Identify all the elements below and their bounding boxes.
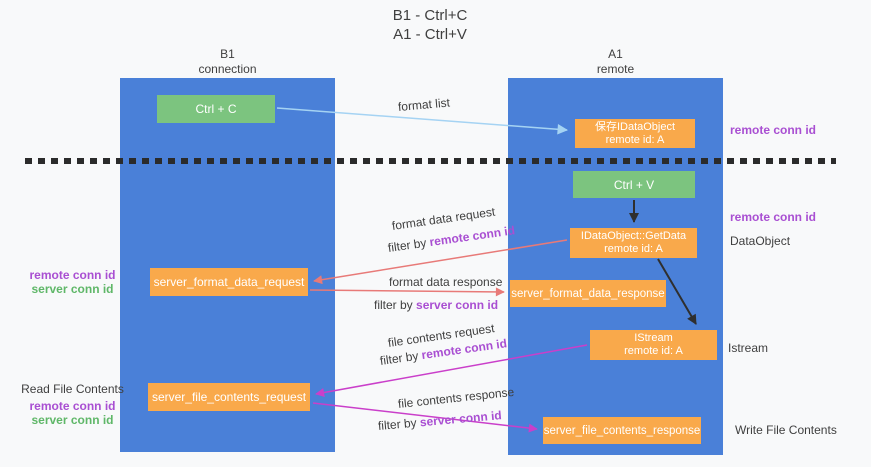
- filter-by-text: filter by: [374, 298, 413, 312]
- column-b1-subtitle: connection: [198, 62, 257, 76]
- column-a1-subtitle: remote: [596, 62, 635, 76]
- label-file-contents-response: file contents response: [397, 384, 515, 411]
- diagram-title: B1 - Ctrl+C A1 - Ctrl+V: [0, 6, 860, 44]
- label-read-file-contents: Read File Contents: [21, 382, 124, 396]
- node-save-idataobject-line2: remote id: A: [605, 133, 665, 146]
- label-format-list: format list: [397, 95, 451, 114]
- label-dataobject: DataObject: [730, 234, 791, 248]
- column-header-a1: A1 remote: [508, 47, 723, 77]
- server-conn-id-text: server conn id: [416, 298, 499, 312]
- node-istream: IStream remote id: A: [590, 330, 717, 360]
- node-getdata-line2: remote id: A: [604, 243, 663, 255]
- filter-by-text: filter by: [377, 415, 418, 433]
- node-server-file-contents-request: server_file_contents_request: [148, 383, 310, 411]
- node-server-file-contents-response-label: server_file_contents_response: [543, 424, 701, 437]
- label-remote-conn-id-right-mid: remote conn id: [730, 210, 817, 224]
- column-b1-title: B1: [220, 47, 235, 61]
- filter-by-text: filter by: [379, 348, 420, 368]
- title-line-2: A1 - Ctrl+V: [393, 26, 467, 43]
- title-line-1: B1 - Ctrl+C: [392, 7, 468, 24]
- remote-conn-id-text: remote conn id: [428, 223, 516, 250]
- node-ctrl-v: Ctrl + V: [573, 171, 695, 198]
- label-write-file-contents: Write File Contents: [735, 423, 837, 437]
- node-server-file-contents-request-label: server_file_contents_request: [151, 390, 307, 404]
- label-remote-conn-id-right-top: remote conn id: [730, 123, 817, 137]
- node-istream-line2: remote id: A: [624, 345, 683, 357]
- node-ctrl-c: Ctrl + C: [157, 95, 275, 123]
- column-a1-title: A1: [608, 47, 623, 61]
- node-idataobject-getdata: IDataObject::GetData remote id: A: [570, 228, 697, 258]
- label-server-conn-id-left-1: server conn id: [31, 282, 114, 296]
- node-server-format-data-response: server_format_data_response: [510, 280, 666, 307]
- node-ctrl-v-label: Ctrl + V: [613, 177, 655, 192]
- label-remote-conn-id-left-2: remote conn id: [29, 399, 116, 413]
- node-server-file-contents-response: server_file_contents_response: [543, 417, 701, 444]
- label-format-data-response: format data response: [389, 275, 503, 289]
- node-getdata-line1: IDataObject::GetData: [580, 230, 687, 242]
- node-save-idataobject-line1: 保存IDataObject: [594, 120, 676, 133]
- filter-by-text: filter by: [387, 235, 428, 255]
- arrow-format-data-response: [309, 287, 505, 297]
- node-ctrl-c-label: Ctrl + C: [195, 102, 237, 116]
- node-server-format-data-request-label: server_format_data_request: [153, 275, 305, 289]
- server-conn-id-text: server conn id: [419, 408, 503, 430]
- label-istream: Istream: [728, 341, 769, 355]
- node-server-format-data-request: server_format_data_request: [150, 268, 308, 296]
- node-server-format-data-response-label: server_format_data_response: [511, 287, 665, 300]
- label-remote-conn-id-left-1: remote conn id: [29, 268, 116, 282]
- node-save-idataobject: 保存IDataObject remote id: A: [575, 119, 695, 148]
- label-filter-by-server-conn-id-1: filter by server conn id: [374, 298, 498, 312]
- label-filter-by-server-conn-id-2: filter by server conn id: [377, 408, 502, 433]
- column-header-b1: B1 connection: [120, 47, 335, 77]
- label-server-conn-id-left-2: server conn id: [31, 413, 114, 427]
- node-istream-line1: IStream: [634, 332, 673, 344]
